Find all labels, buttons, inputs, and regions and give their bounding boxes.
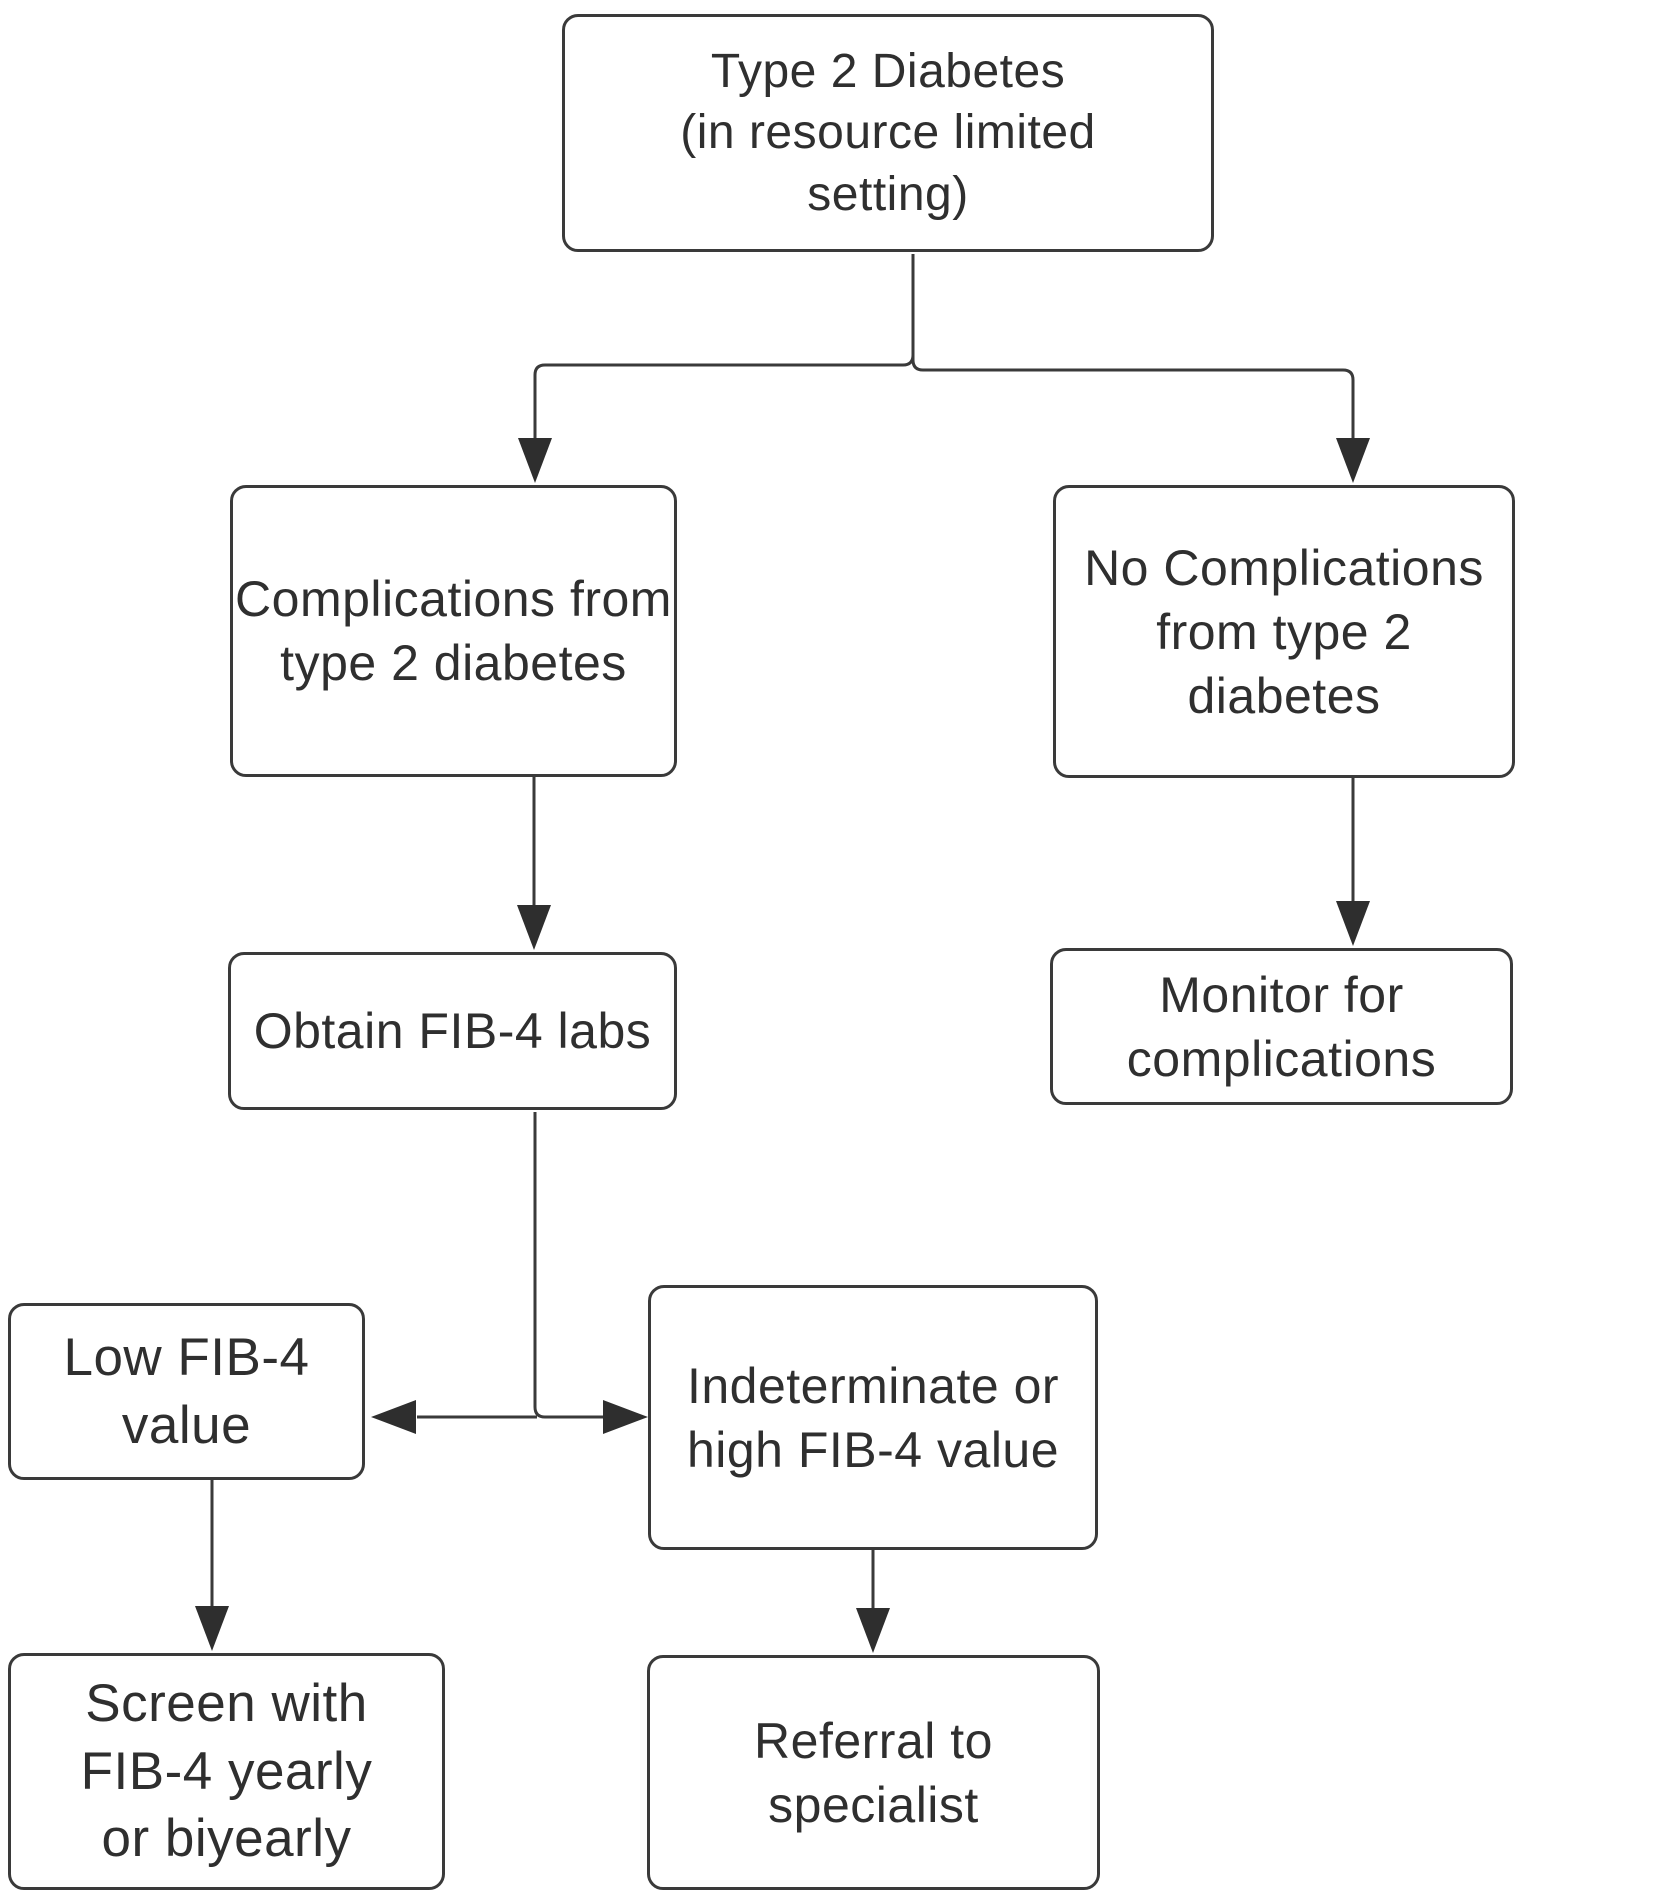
edge-type2diabetes-to-no-complications	[911, 254, 1370, 483]
node-complications: Complications from type 2 diabetes	[230, 485, 677, 777]
edge-indeterminate-to-referral	[856, 1550, 890, 1653]
edge-type2diabetes-to-complications	[518, 254, 915, 483]
node-no-complications: No Complications from type 2 diabetes	[1053, 485, 1515, 778]
edge-low-to-screen	[195, 1480, 229, 1651]
edge-no-complications-to-monitor	[1336, 778, 1370, 946]
node-screen-with-fib4: Screen with FIB-4 yearly or biyearly	[8, 1653, 445, 1890]
node-obtain-fib4-labs: Obtain FIB-4 labs	[228, 952, 677, 1110]
node-type-2-diabetes: Type 2 Diabetes (in resource limited set…	[562, 14, 1214, 252]
node-monitor-for-complications: Monitor for complications	[1050, 948, 1513, 1105]
edge-obtain-to-low	[371, 1400, 537, 1434]
edge-obtain-to-indeterminate	[533, 1112, 648, 1434]
edge-complications-to-obtain	[517, 777, 551, 950]
node-low-fib4-value: Low FIB-4 value	[8, 1303, 365, 1480]
node-indeterminate-high-fib4-value: Indeterminate or high FIB-4 value	[648, 1285, 1098, 1550]
node-referral-to-specialist: Referral to specialist	[647, 1655, 1100, 1890]
